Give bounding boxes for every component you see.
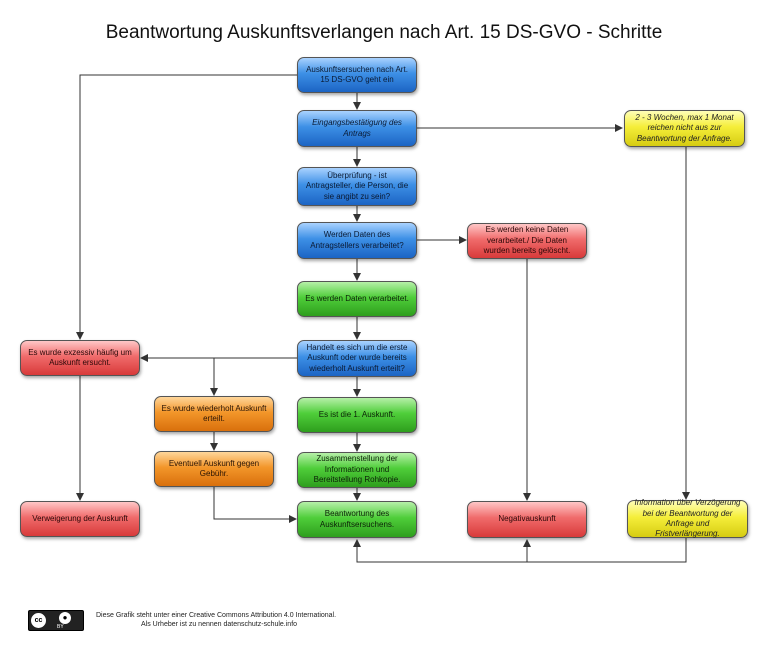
box-delay-information: Information über Verzögerung bei der Bea…	[627, 498, 748, 539]
box-compile-information: Zusammenstellung der Informationen und B…	[297, 452, 417, 488]
license-line: Diese Grafik steht unter einer Creative …	[96, 612, 337, 619]
box-no-data-label: Es werden keine Daten verarbeitet./ Die …	[483, 225, 571, 256]
box-first-request: Es ist die 1. Auskunft.	[297, 397, 417, 433]
box-fee: Eventuell Auskunft gegen Gebühr.	[154, 451, 274, 487]
box-no-data: Es werden keine Daten verarbeitet./ Die …	[467, 223, 587, 259]
box-delay: 2 - 3 Wochen, max 1 Monat reichen nicht …	[624, 110, 745, 147]
author-line: Als Urheber ist zu nennen datenschutz-sc…	[141, 621, 298, 629]
edge-fee-answer	[213, 487, 297, 523]
box-data-processed-question-label: Werden Daten des Antragstellers verarbei…	[310, 230, 404, 250]
cc-by-label: BY	[57, 624, 64, 630]
diagram-title: Beantwortung Auskunftsverlangen nach Art…	[105, 22, 663, 43]
box-acknowledgement-label: Eingangsbestätigung des Antrags	[312, 118, 402, 138]
box-repeated-information: Es wurde wiederholt Auskunft erteilt.	[154, 396, 274, 432]
box-negative-answer-label: Negativauskunft	[498, 514, 556, 524]
edge-delayinfo-answer	[353, 537, 687, 563]
box-delay-information-label: Information über Verzögerung bei der Bea…	[634, 498, 741, 539]
edge-request-excessive	[76, 74, 297, 340]
box-excessive-requests: Es wurde exzessiv häufig um Auskunft ers…	[20, 340, 140, 376]
box-refusal-label: Verweigerung der Auskunft	[32, 513, 128, 523]
box-first-request-label: Es ist die 1. Auskunft.	[318, 409, 396, 419]
box-answer: Beantwortung des Auskunftsersuchens.	[297, 501, 417, 538]
attribution-person-icon: ●	[59, 612, 71, 624]
box-delay-label: 2 - 3 Wochen, max 1 Monat reichen nicht …	[635, 112, 734, 143]
box-request-received-label: Auskunftsersuchen nach Art. 15 DS-GVO ge…	[306, 64, 408, 84]
box-excessive-requests-label: Es wurde exzessiv häufig um Auskunft ers…	[28, 347, 132, 367]
cc-by-license-icon: cc ● BY	[28, 610, 84, 631]
box-data-processed-label: Es werden Daten verarbeitet.	[305, 293, 409, 303]
license-footer: cc ● BY Diese Grafik steht unter einer C…	[28, 607, 348, 631]
box-negative-answer: Negativauskunft	[467, 501, 587, 538]
box-repeated-information-label: Es wurde wiederholt Auskunft erteilt.	[161, 403, 267, 423]
license-text: Diese Grafik steht unter einer Creative …	[96, 611, 336, 629]
box-refusal: Verweigerung der Auskunft	[20, 501, 140, 537]
box-data-processed: Es werden Daten verarbeitet.	[297, 281, 417, 317]
box-answer-label: Beantwortung des Auskunftsersuchens.	[319, 509, 395, 529]
box-identity-check-label: Überprüfung - ist Antragsteller, die Per…	[305, 170, 409, 201]
box-identity-check: Überprüfung - ist Antragsteller, die Per…	[297, 167, 417, 206]
box-first-request-question: Handelt es sich um die erste Auskunft od…	[297, 340, 417, 377]
box-compile-information-label: Zusammenstellung der Informationen und B…	[313, 454, 401, 485]
box-request-received: Auskunftsersuchen nach Art. 15 DS-GVO ge…	[297, 57, 417, 93]
box-first-request-question-label: Handelt es sich um die erste Auskunft od…	[306, 342, 408, 373]
box-acknowledgement: Eingangsbestätigung des Antrags	[297, 110, 417, 147]
cc-icon: cc	[31, 613, 46, 628]
box-fee-label: Eventuell Auskunft gegen Gebühr.	[168, 458, 260, 478]
box-data-processed-question: Werden Daten des Antragstellers verarbei…	[297, 222, 417, 259]
